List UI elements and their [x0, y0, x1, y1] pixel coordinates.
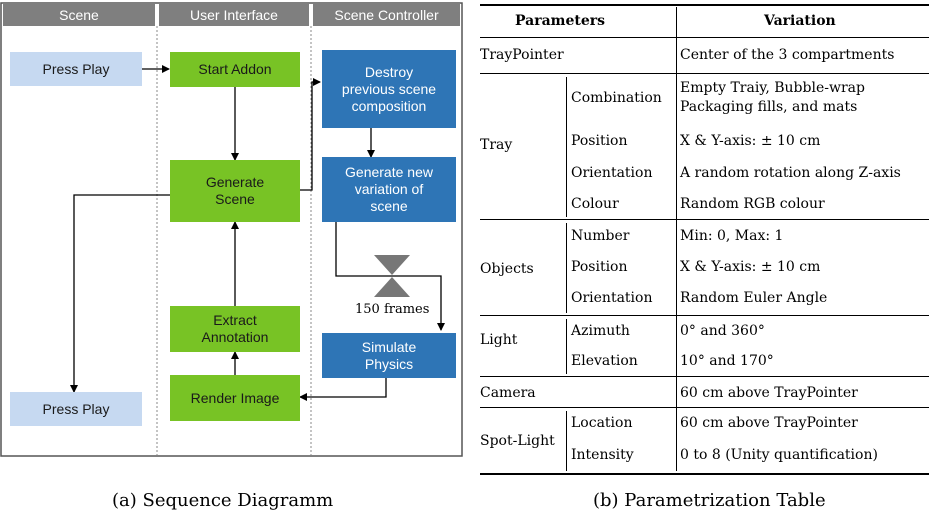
- simulate-physics-box: Simulate Physics: [322, 333, 456, 378]
- spotlight-location-name: Location: [571, 415, 633, 431]
- generate-new-line-3: scene: [370, 198, 408, 214]
- arrow-generate-to-pressplay: [70, 194, 170, 393]
- light-azimuth-value: 0° and 360°: [680, 323, 765, 339]
- objects-number-name: Number: [571, 228, 630, 244]
- tray-combination-value-2: Packaging fills, and mats: [680, 99, 858, 115]
- lane-header-user-interface: User Interface: [159, 4, 309, 26]
- simulate-line-1: Simulate: [361, 338, 417, 355]
- start-addon-box: Start Addon: [170, 52, 300, 87]
- group-spotlight: Spot-Light: [480, 433, 555, 449]
- destroy-line-2: previous scene: [341, 80, 437, 97]
- tray-orientation-name: Orientation: [571, 165, 653, 181]
- arrow-new-to-simulate: [335, 222, 445, 331]
- render-image-box: Render Image: [170, 375, 300, 421]
- destroy-line-3: composition: [351, 97, 427, 114]
- generate-scene-box: Generate Scene: [170, 160, 300, 222]
- table-bottom-rule: [480, 473, 929, 475]
- light-azimuth-name: Azimuth: [571, 323, 630, 339]
- objects-orientation-name: Orientation: [571, 290, 653, 306]
- generate-scene-line-2: Scene: [215, 191, 255, 207]
- destroy-line-1: Destroy: [364, 63, 414, 80]
- generate-new-line-1: Generate new: [345, 164, 433, 180]
- light-subcolumn-divider: [566, 319, 567, 374]
- rule-after-traypointer: [480, 73, 929, 74]
- hourglass-icon-bottom: [374, 277, 410, 297]
- destroy-scene-box: Destroy previous scene composition: [322, 50, 456, 128]
- extract-annotation-box: Extract Annotation: [170, 306, 300, 352]
- lane-header-scene-controller: Scene Controller: [313, 4, 460, 26]
- light-elevation-name: Elevation: [571, 353, 638, 369]
- lane-header-scene: Scene: [3, 4, 155, 26]
- generate-new-line-2: variation of: [354, 181, 424, 197]
- press-play-bottom-label: Press Play: [42, 400, 110, 417]
- frames-label: 150 frames: [355, 302, 430, 317]
- arrow-generate-to-destroy: [300, 78, 321, 191]
- start-addon-label: Start Addon: [198, 61, 272, 77]
- row-camera-name: Camera: [480, 385, 536, 401]
- sequence-diagram: Scene User Interface Scene Controller Pr…: [0, 0, 463, 460]
- spotlight-location-value: 60 cm above TrayPointer: [680, 415, 858, 431]
- rule-after-camera: [480, 407, 929, 408]
- press-play-top: Press Play: [10, 52, 142, 86]
- tray-subcolumn-divider: [566, 77, 567, 217]
- row-traypointer-value: Center of the 3 compartments: [680, 47, 895, 63]
- group-tray: Tray: [480, 137, 513, 153]
- table-main-divider: [676, 7, 677, 471]
- tray-orientation-value: A random rotation along Z-axis: [680, 165, 901, 181]
- row-traypointer-name: TrayPointer: [480, 47, 564, 63]
- objects-position-value: X & Y-axis: ± 10 cm: [680, 259, 821, 275]
- simulate-line-2: Physics: [364, 355, 414, 372]
- extract-annotation-line-1: Extract: [213, 312, 257, 328]
- header-variation: Variation: [764, 13, 836, 29]
- table-top-rule: [480, 4, 929, 6]
- table-header-rule: [480, 37, 929, 38]
- parametrization-table: Parameters Variation TrayPointer Center …: [480, 4, 929, 478]
- caption-parametrization-table: (b) Parametrization Table: [593, 490, 826, 511]
- objects-position-name: Position: [571, 259, 628, 275]
- diagram-lines: [0, 2, 463, 457]
- caption-sequence-diagram: (a) Sequence Diagramm: [112, 490, 334, 511]
- tray-colour-value: Random RGB colour: [680, 196, 825, 212]
- group-light: Light: [480, 332, 518, 348]
- extract-annotation-line-2: Annotation: [201, 329, 269, 345]
- spotlight-intensity-name: Intensity: [571, 447, 634, 463]
- render-image-label: Render Image: [190, 389, 280, 406]
- tray-position-value: X & Y-axis: ± 10 cm: [680, 133, 821, 149]
- light-elevation-value: 10° and 170°: [680, 353, 774, 369]
- rule-after-objects: [480, 315, 929, 316]
- diagram-frame: [0, 2, 463, 457]
- hourglass-icon: [374, 255, 410, 275]
- press-play-bottom: Press Play: [10, 392, 142, 426]
- header-parameters: Parameters: [515, 13, 606, 29]
- tray-colour-name: Colour: [571, 196, 619, 212]
- tray-position-name: Position: [571, 133, 628, 149]
- generate-new-variation-box: Generate new variation of scene: [322, 157, 456, 222]
- press-play-top-label: Press Play: [42, 60, 110, 77]
- rule-after-light: [480, 376, 929, 377]
- arrow-simulate-to-render: [299, 378, 387, 401]
- tray-combination-value-1: Empty Traiy, Bubble-wrap: [680, 80, 865, 96]
- generate-scene-line-1: Generate: [205, 174, 265, 190]
- objects-subcolumn-divider: [566, 223, 567, 313]
- rule-after-tray: [480, 219, 929, 220]
- objects-number-value: Min: 0, Max: 1: [680, 228, 784, 244]
- tray-combination-name: Combination: [571, 90, 662, 106]
- group-objects: Objects: [480, 261, 534, 277]
- objects-orientation-value: Random Euler Angle: [680, 290, 828, 306]
- row-camera-value: 60 cm above TrayPointer: [680, 385, 858, 401]
- spotlight-subcolumn-divider: [566, 411, 567, 471]
- spotlight-intensity-value: 0 to 8 (Unity quantification): [680, 447, 878, 463]
